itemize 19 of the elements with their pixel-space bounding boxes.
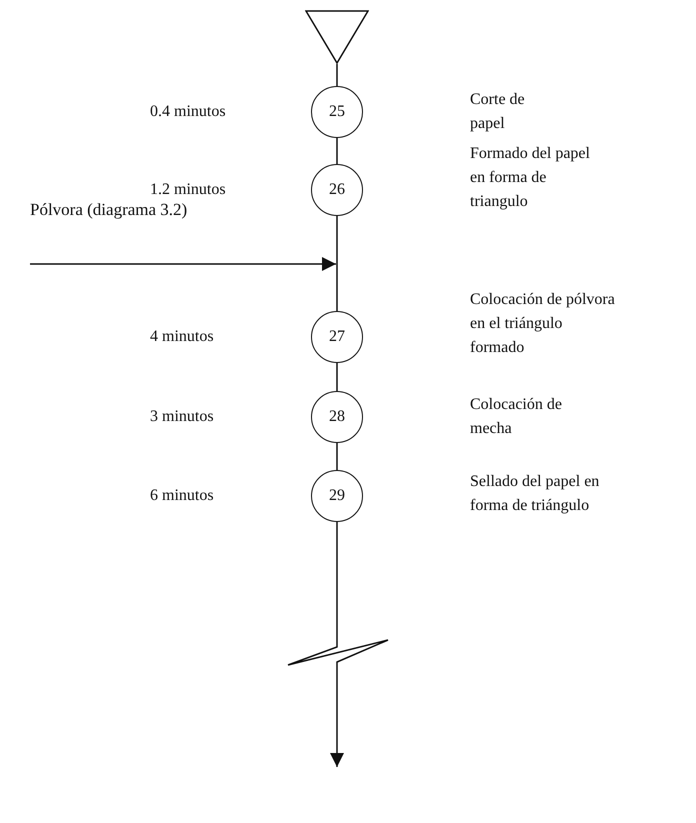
- operation-description: Corte de papel: [470, 90, 526, 134]
- duration-label: 6 minutos: [150, 486, 214, 506]
- arrow: [30, 257, 336, 271]
- duration-label: 3 minutos: [150, 407, 214, 427]
- operation-description: Colocación de pólvora en el triángulo formado: [470, 290, 615, 358]
- operation-circle: 25: [311, 86, 363, 138]
- operation-circle: 27: [311, 311, 363, 363]
- operation-circle: 28: [311, 391, 363, 443]
- duration-label: 4 minutos: [150, 327, 214, 347]
- operation-description: Formado del papel en forma de triangulo: [470, 144, 590, 212]
- operation-description: Colocación de mecha: [470, 395, 563, 439]
- operation-circle: 29: [311, 470, 363, 522]
- triangle-symbol: [305, 10, 369, 64]
- input-label: Pólvora (diagrama 3.2): [30, 200, 230, 226]
- arrow: [287, 522, 389, 767]
- operation-circle: 26: [311, 164, 363, 216]
- duration-label: 1.2 minutos: [150, 180, 226, 200]
- operation-description: Sellado del papel en forma de triángulo: [470, 472, 600, 516]
- duration-label: 0.4 minutos: [150, 102, 226, 122]
